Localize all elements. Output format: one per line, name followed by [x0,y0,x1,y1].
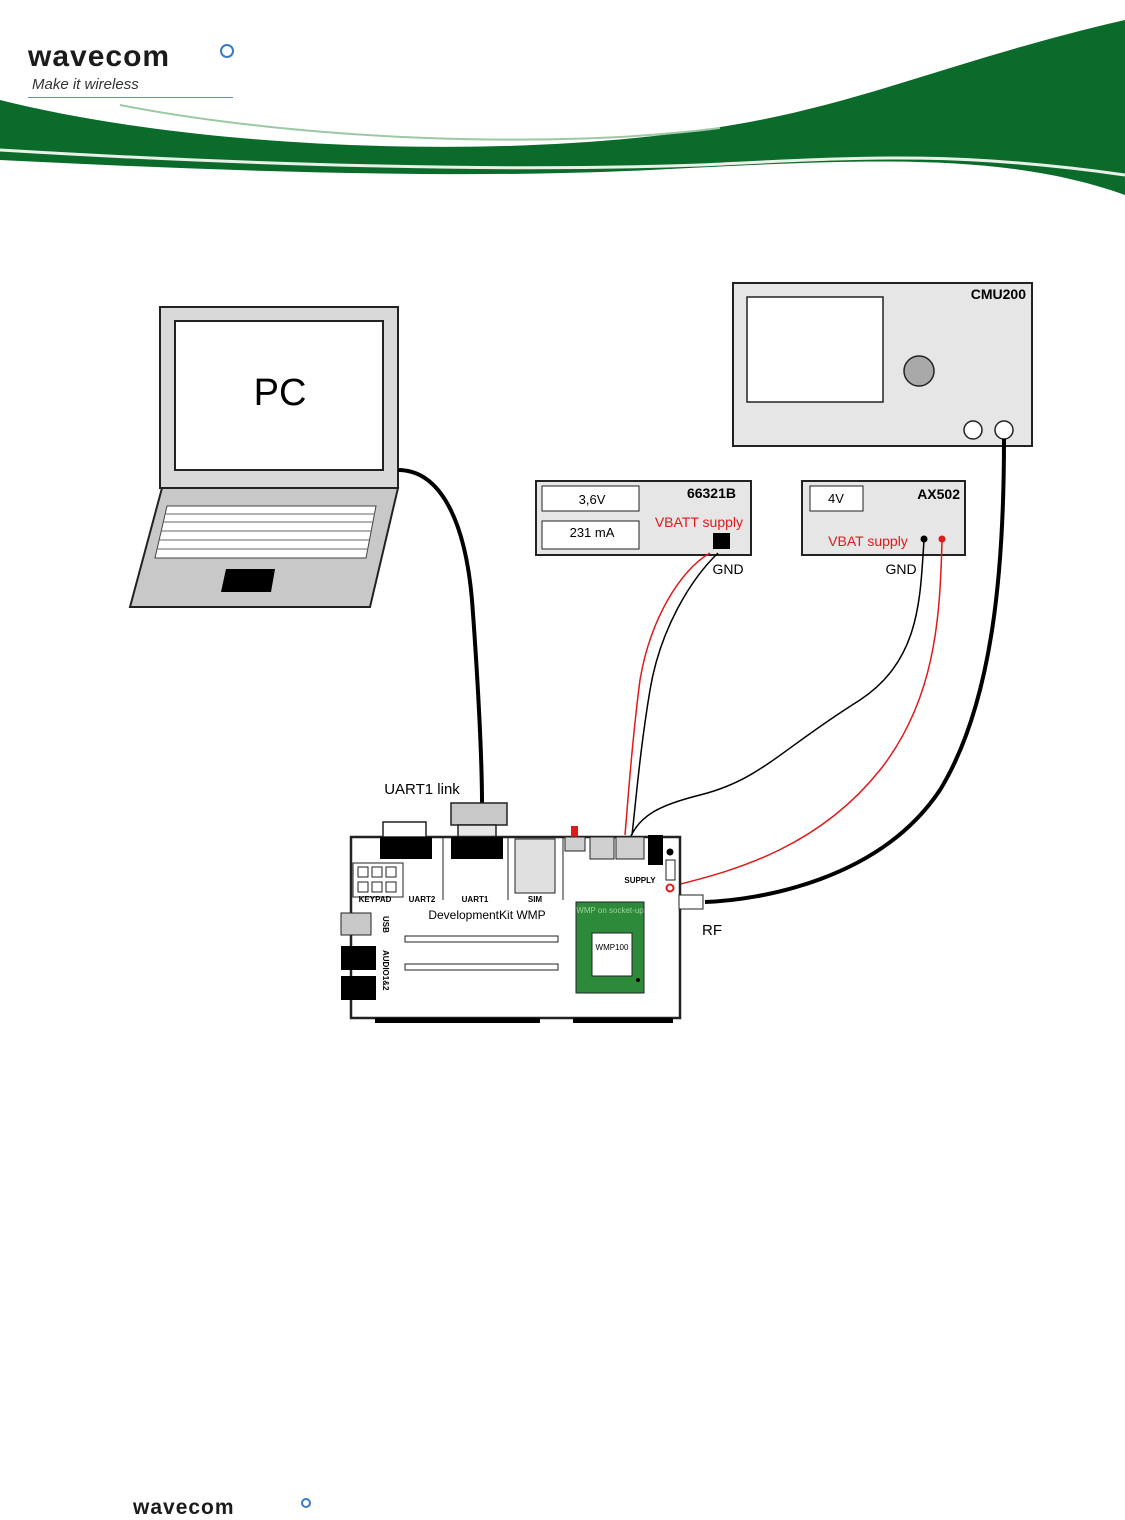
board-title: DevelopmentKit WMP [428,908,545,922]
touchpad-icon [221,569,275,592]
cmu200-tester: CMU200 [733,283,1032,446]
supply1-voltage: 3,6V [579,492,606,507]
board-uart1-label: UART1 [462,895,489,904]
keyboard-icon [155,506,376,558]
supply2-black-wire [630,540,924,838]
uart-link-label: UART1 link [384,781,460,798]
supply1-terminal-icon [713,533,730,549]
footer-logo-text: wavecom [133,1496,235,1520]
cmu-label: CMU200 [971,286,1026,302]
pc-label: PC [254,372,307,414]
footer-logo-swirl-icon [301,1498,311,1508]
board-switch-icon [571,826,578,837]
supply1-model: 66321B [687,485,736,501]
uart-cable [398,470,482,803]
cmu-port-icon [964,421,982,439]
supply1-black-wire [632,553,718,835]
supply2-voltage: 4V [828,491,844,506]
supply1-red-wire [625,553,710,835]
rf-label: RF [702,922,722,939]
supply-66321b: 3,6V 231 mA 66321B VBATT supply GND [536,481,751,577]
board-uart2-label: UART2 [409,895,436,904]
supply2-caption: VBAT supply [828,533,908,549]
pc-laptop: PC [130,307,398,607]
board-supply-label: SUPPLY [624,876,656,885]
supply1-caption: VBATT supply [655,514,743,530]
cmu-knob-icon [904,356,934,386]
supply1-gnd: GND [712,561,743,577]
supply1-current: 231 mA [570,525,615,540]
supply2-model: AX502 [917,486,960,502]
uart1-plug [451,803,507,837]
footer-logo: wavecom [133,1496,313,1518]
supply2-gnd: GND [885,561,916,577]
board-keypad-label: KEYPAD [359,895,392,904]
rf-connector-icon [679,895,703,909]
cmu-rf-port-icon [995,421,1013,439]
development-kit-board: KEYPAD UART2 UART1 SIM SUPPLY Developmen… [341,822,703,1023]
board-usb-label: USB [381,916,390,933]
board-sim-label: SIM [528,895,543,904]
board-audio-label: AUDIO1&2 [381,950,390,991]
board-module-label: WMP100 [596,943,629,952]
board-socket-label: WMP on socket-up [576,906,644,915]
